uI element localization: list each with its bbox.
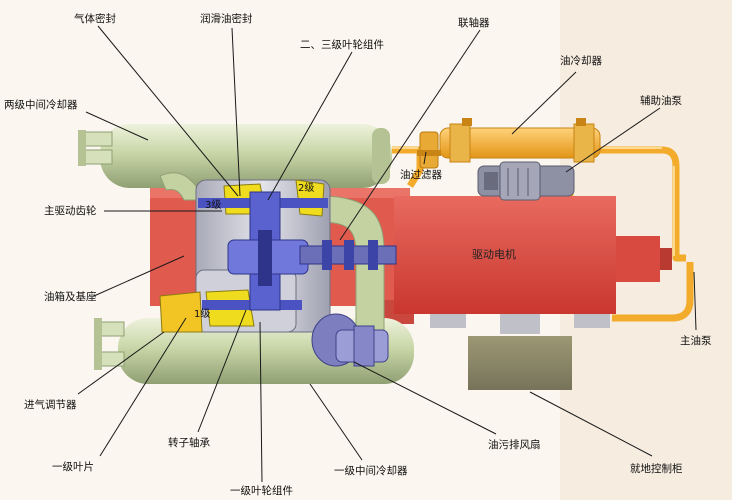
oil-vent-fan-label: 油污排风扇 (488, 438, 541, 451)
oil-cooler (439, 118, 601, 163)
oil-vent-fan (311, 313, 389, 367)
gear-housing (159, 179, 397, 333)
first-blade-label: 一级叶片 (52, 460, 94, 473)
drive-motor-label: 驱动电机 (472, 247, 516, 261)
oil-filter-label: 油过滤器 (400, 168, 442, 181)
inlet-guide-label: 进气调节器 (24, 398, 77, 411)
drive-motor (394, 196, 672, 334)
stage-3-mark: 3级 (205, 199, 221, 211)
impeller-1-label: 一级叶轮组件 (230, 484, 293, 497)
second-intercooler-label: 两级中间冷却器 (4, 98, 78, 111)
stage-2-mark: 2级 (298, 182, 314, 194)
gas-seal-label: 气体密封 (74, 12, 116, 25)
main-drive-gear-label: 主驱动齿轮 (44, 204, 97, 217)
aux-oil-pump-label: 辅助油泵 (640, 94, 682, 107)
oil-piping-highlight (392, 147, 675, 256)
oil-cooler-label: 油冷却器 (560, 54, 602, 67)
stage-1-mark: 1级 (194, 308, 210, 320)
rotor-bearing-label: 转子轴承 (168, 436, 210, 449)
connecting-elbow-pipe (159, 172, 385, 331)
aux-oil-pump (477, 161, 575, 201)
local-control-cabinet (468, 336, 572, 390)
coupling-label: 联轴器 (458, 16, 490, 29)
lube-seal-label: 润滑油密封 (200, 12, 253, 25)
local-control-label: 就地控制柜 (630, 462, 683, 475)
first-intercooler-label: 一级中间冷却器 (334, 464, 408, 477)
oil-tank-base-label: 油箱及基座 (44, 290, 97, 303)
main-oil-pump-label: 主油泵 (680, 334, 712, 347)
impeller-23-label: 二、三级叶轮组件 (300, 38, 384, 51)
second-intercooler (78, 124, 392, 188)
leader-lines (77, 25, 697, 483)
oil-filter (417, 131, 441, 169)
